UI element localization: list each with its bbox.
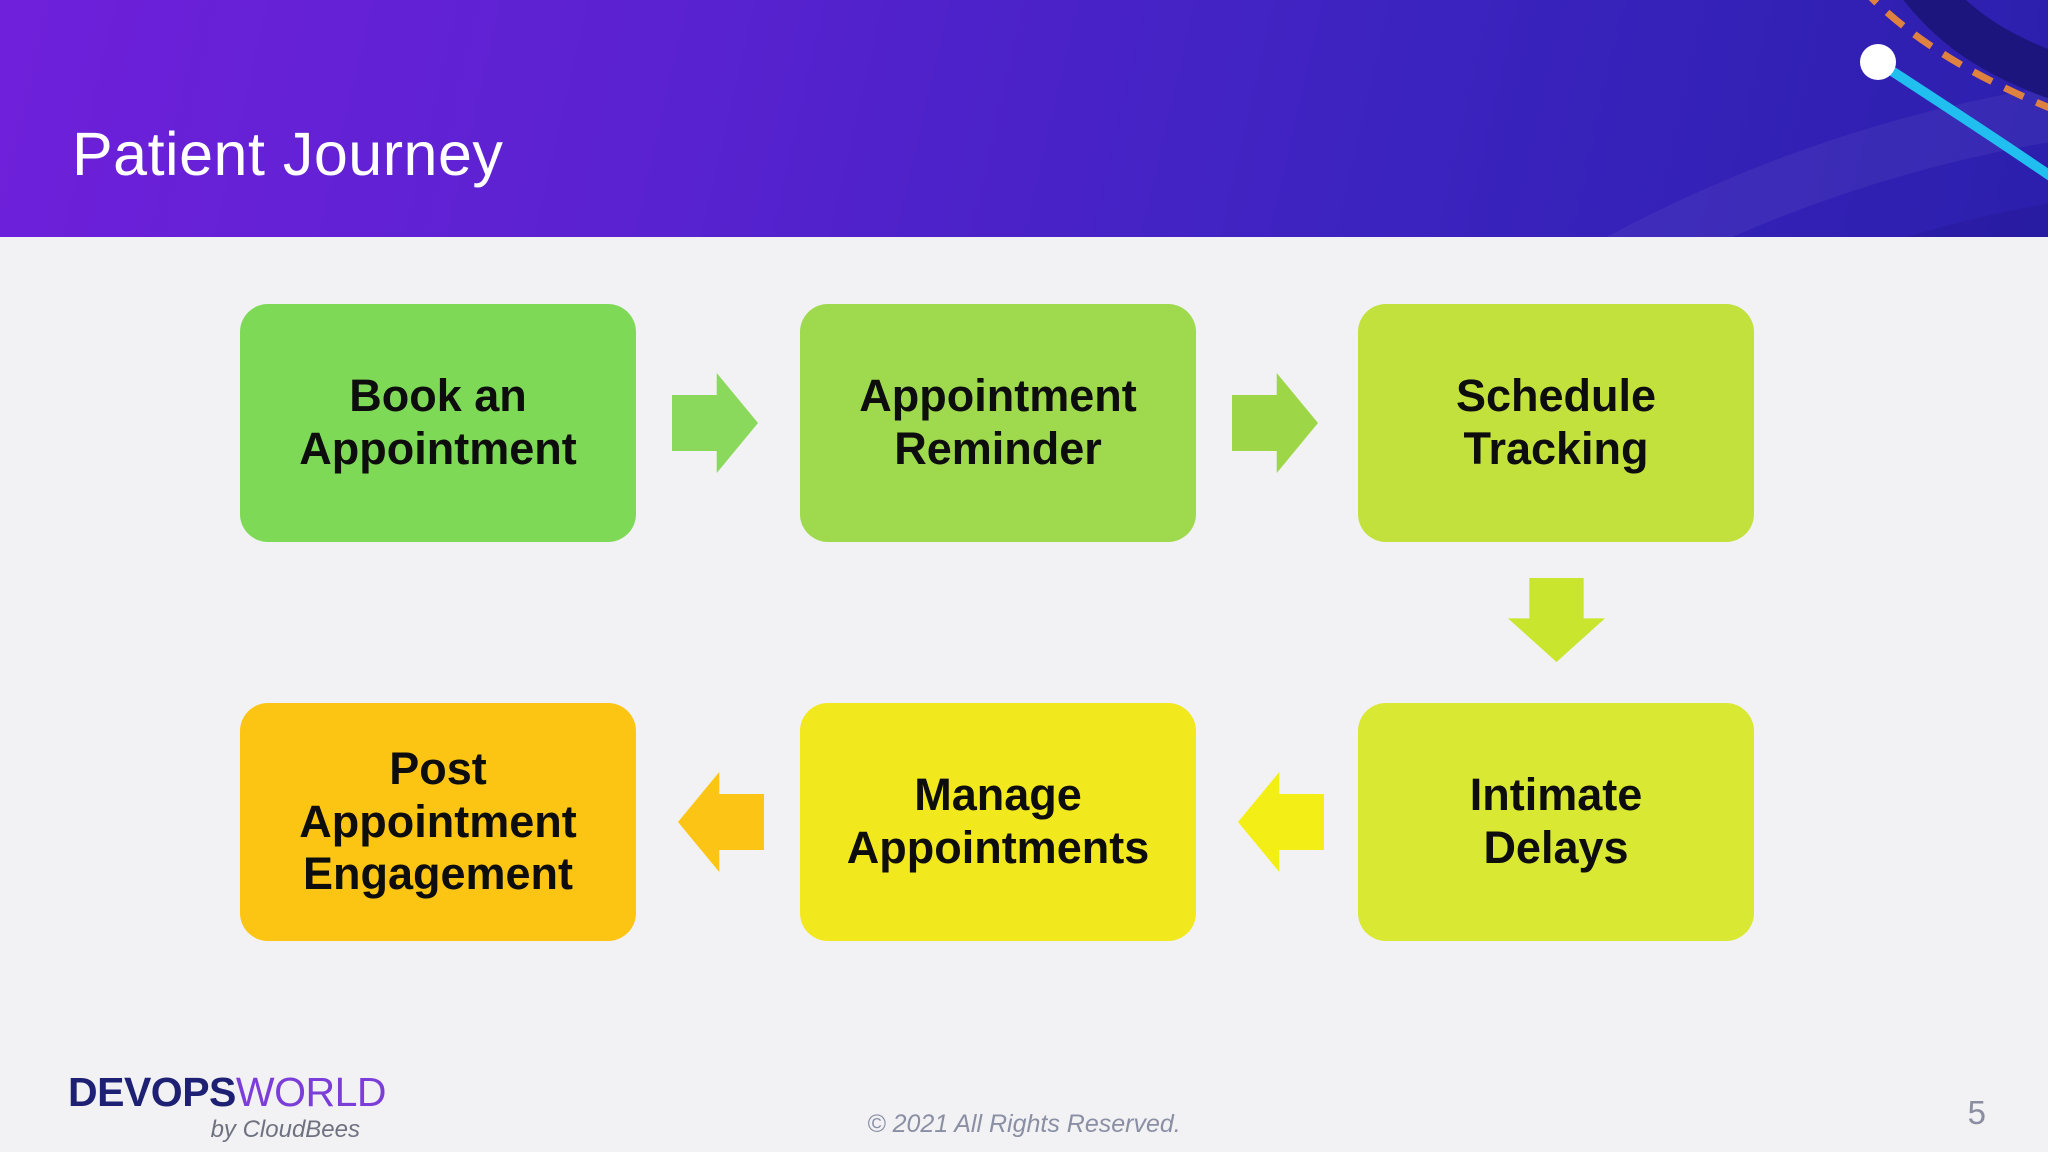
flow-step-label: Schedule Tracking — [1455, 370, 1657, 474]
slide-title: Patient Journey — [72, 120, 504, 188]
logo-byline: by CloudBees — [210, 1116, 360, 1143]
flow-step-manage-appointments: Manage Appointments — [800, 703, 1196, 941]
flow-arrow-left-1 — [1238, 772, 1324, 872]
slide-header: Patient Journey — [0, 0, 2048, 237]
page-number: 5 — [1967, 1094, 1986, 1131]
flow-arrow-right-1 — [672, 373, 758, 473]
devopsworld-logo: DEVOPSWORLD by CloudBees — [68, 1069, 387, 1144]
flow-arrow-down — [1508, 578, 1605, 662]
flow-step-label: Appointment Reminder — [859, 370, 1137, 474]
flow-step-intimate-delays: Intimate Delays — [1358, 703, 1754, 941]
decor-cyan-line — [1873, 57, 2048, 181]
decor-swirl-arc-dark — [1907, 203, 2048, 237]
logo-devops-text: DEVOPS — [68, 1069, 236, 1115]
flow-arrow-left-2 — [678, 772, 764, 872]
decor-orange-dashed-line — [1868, 0, 2048, 111]
decor-dark-arc — [1903, 0, 2048, 99]
logo-world-text: WORLD — [235, 1069, 387, 1115]
flow-step-schedule-tracking: Schedule Tracking — [1358, 304, 1754, 542]
flow-step-post-appointment-engagement: Post Appointment Engagement — [240, 703, 636, 941]
flow-step-book-appointment: Book an Appointment — [240, 304, 636, 542]
decor-white-dot — [1860, 44, 1896, 80]
flow-step-label: Book an Appointment — [299, 370, 577, 474]
flow-step-label: Manage Appointments — [846, 769, 1150, 873]
copyright-notice: © 2021 All Rights Reserved. — [867, 1110, 1181, 1138]
header-decoration — [1607, 0, 2048, 237]
flow-step-label: Post Appointment Engagement — [299, 743, 577, 900]
flow-arrow-right-2 — [1232, 373, 1318, 473]
logo-wordmark: DEVOPSWORLD — [68, 1069, 387, 1115]
flow-step-appointment-reminder: Appointment Reminder — [800, 304, 1196, 542]
flow-step-label: Intimate Delays — [1469, 769, 1643, 873]
decor-swirl-arc-light — [1607, 86, 2048, 237]
